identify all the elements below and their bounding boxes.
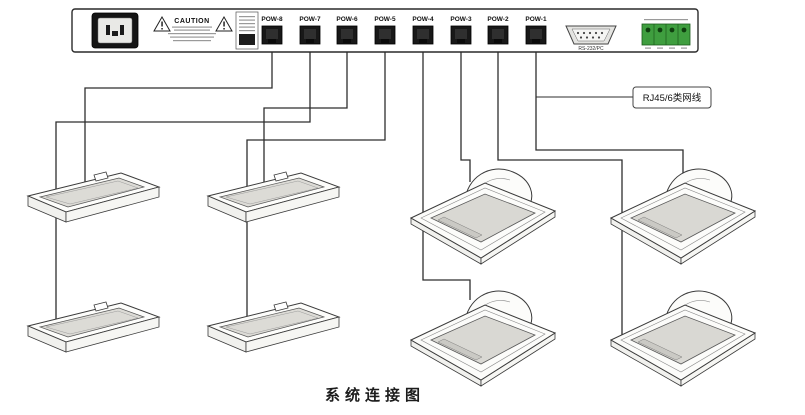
jack-inner	[304, 29, 316, 39]
cassette-unit-1	[410, 168, 556, 265]
surface-mount-unit-4	[207, 301, 340, 353]
caution-title: CAUTION	[174, 18, 209, 25]
cable-pow3	[460, 52, 471, 182]
port-label: POW-5	[374, 16, 396, 23]
terminal-block	[641, 19, 691, 49]
port-pow-1: POW-1	[525, 16, 547, 45]
cables	[55, 52, 684, 336]
jack-inner	[455, 29, 467, 39]
port-label: POW-1	[525, 16, 547, 23]
port-pow-4: POW-4	[412, 16, 434, 45]
cable-pow4	[422, 52, 471, 300]
jack-inner	[417, 29, 429, 39]
jack-inner	[530, 29, 542, 39]
port-pow-2: POW-2	[487, 16, 509, 45]
port-label: POW-3	[450, 16, 472, 23]
port-pow-7: POW-7	[299, 16, 321, 45]
surface-mount-unit-1	[27, 171, 160, 223]
cable-pow1	[535, 52, 684, 176]
jack-tab	[494, 39, 502, 43]
rj45-cable-callout: RJ45/6类网线	[536, 86, 712, 109]
ratings-label	[235, 11, 259, 50]
output-ports: POW-8 POW-7 POW-6 POW-5	[261, 16, 547, 45]
surface-mount-unit-2	[207, 171, 340, 223]
jack-tab	[306, 39, 314, 43]
cable-pow8	[84, 52, 273, 185]
cable-pow7	[55, 52, 311, 322]
port-label: POW-2	[487, 16, 509, 23]
jack-inner	[341, 29, 353, 39]
caution-label: CAUTION	[153, 15, 233, 42]
jack-inner	[266, 29, 278, 39]
jack-inner	[379, 29, 391, 39]
cable-pow6	[263, 52, 348, 185]
cassette-unit-3	[410, 290, 556, 387]
port-pow-3: POW-3	[450, 16, 472, 45]
jack-tab	[457, 39, 465, 43]
port-pow-5: POW-5	[374, 16, 396, 45]
callout-box	[632, 86, 712, 109]
port-label: POW-7	[299, 16, 321, 23]
port-pow-6: POW-6	[336, 16, 358, 45]
ac-power-inlet-icon	[91, 12, 139, 49]
port-label: POW-8	[261, 16, 283, 23]
controller-unit: CAUTION POW-8	[71, 8, 699, 53]
rs232-label: RS-232/PC	[578, 46, 604, 52]
port-label: POW-4	[412, 16, 434, 23]
jack-tab	[343, 39, 351, 43]
jack-tab	[419, 39, 427, 43]
jack-tab	[532, 39, 540, 43]
jack-tab	[268, 39, 276, 43]
cable-pow5	[246, 52, 386, 320]
port-label: POW-6	[336, 16, 358, 23]
port-pow-8: POW-8	[261, 16, 283, 45]
jack-tab	[381, 39, 389, 43]
cassette-unit-2	[610, 168, 756, 265]
callout-text: RJ45/6类网线	[643, 92, 702, 104]
rs232-connector-icon: RS-232/PC	[565, 25, 617, 52]
jack-inner	[492, 29, 504, 39]
surface-mount-unit-3	[27, 301, 160, 353]
cassette-unit-4	[610, 290, 756, 387]
diagram-caption: 系统连接图	[325, 386, 425, 404]
cable-pow2	[497, 52, 623, 336]
